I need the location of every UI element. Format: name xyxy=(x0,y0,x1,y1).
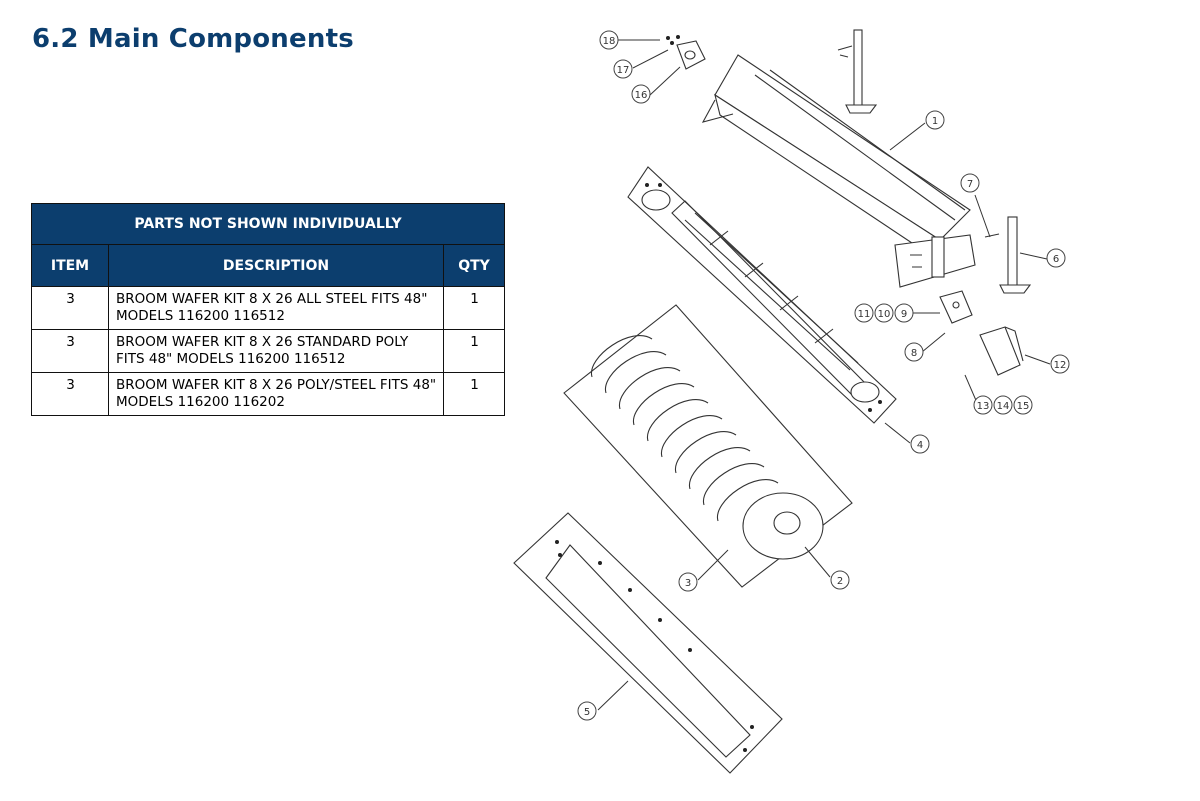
callout-3: 3 xyxy=(678,572,698,592)
part-broom-core xyxy=(627,166,897,424)
callout-label: 15 xyxy=(1017,401,1030,412)
callout-label: 8 xyxy=(911,348,917,359)
cell-description: BROOM WAFER KIT 8 X 26 ALL STEEL FITS 48… xyxy=(108,286,444,330)
cell-qty: 1 xyxy=(443,286,505,330)
callout-label: 1 xyxy=(932,116,938,127)
part-stand-post-6 xyxy=(984,216,1032,294)
callout-16: 16 xyxy=(631,84,651,104)
callout-label: 12 xyxy=(1054,360,1067,371)
callout-label: 3 xyxy=(685,578,691,589)
part-bearing-flange xyxy=(666,35,706,70)
callout-13: 13 xyxy=(973,395,993,415)
callout-10: 10 xyxy=(874,303,894,323)
callout-label: 2 xyxy=(837,576,843,587)
callout-8: 8 xyxy=(904,342,924,362)
column-header-item: ITEM xyxy=(31,244,109,287)
callout-label: 16 xyxy=(635,90,648,101)
cell-qty: 1 xyxy=(443,329,505,373)
callout-9: 9 xyxy=(894,303,914,323)
callout-label: 13 xyxy=(977,401,990,412)
cell-item: 3 xyxy=(31,329,109,373)
callout-15: 15 xyxy=(1013,395,1033,415)
callout-2: 2 xyxy=(830,570,850,590)
cell-qty: 1 xyxy=(443,372,505,416)
callout-label: 4 xyxy=(917,440,923,451)
leader-lines xyxy=(597,39,1051,711)
callout-7: 7 xyxy=(960,173,980,193)
page-title: 6.2 Main Components xyxy=(32,24,354,54)
callout-label: 10 xyxy=(878,309,891,320)
exploded-parts-diagram: 1 2 3 4 5 6 7 8 9 10 11 12 13 14 15 16 1… xyxy=(513,29,1070,774)
callout-label: 18 xyxy=(603,36,616,47)
callout-label: 17 xyxy=(617,65,630,76)
callout-label: 6 xyxy=(1053,254,1059,265)
callout-11: 11 xyxy=(854,303,874,323)
table-caption: PARTS NOT SHOWN INDIVIDUALLY xyxy=(31,203,505,245)
part-frame-hood xyxy=(701,54,976,288)
callout-17: 17 xyxy=(613,59,633,79)
callout-label: 5 xyxy=(584,707,590,718)
callout-18: 18 xyxy=(599,30,619,50)
callout-label: 7 xyxy=(967,179,973,190)
callout-label: 9 xyxy=(901,309,907,320)
callout-6: 6 xyxy=(1046,248,1066,268)
callout-14: 14 xyxy=(993,395,1013,415)
callout-4: 4 xyxy=(910,434,930,454)
cell-item: 3 xyxy=(31,372,109,416)
part-stand-post xyxy=(837,29,878,114)
part-cover-plate xyxy=(979,326,1024,376)
table-row: 3 BROOM WAFER KIT 8 X 26 STANDARD POLY F… xyxy=(31,329,505,373)
callout-1: 1 xyxy=(925,110,945,130)
table-row: 3 BROOM WAFER KIT 8 X 26 ALL STEEL FITS … xyxy=(31,286,505,330)
callout-5: 5 xyxy=(577,701,597,721)
table-row: 3 BROOM WAFER KIT 8 X 26 POLY/STEEL FITS… xyxy=(31,372,505,416)
part-broom-wafers xyxy=(563,304,853,588)
callout-12: 12 xyxy=(1050,354,1070,374)
column-header-qty: QTY xyxy=(443,244,505,287)
cell-item: 3 xyxy=(31,286,109,330)
column-header-description: DESCRIPTION xyxy=(108,244,444,287)
callout-label: 11 xyxy=(858,309,871,320)
parts-table: PARTS NOT SHOWN INDIVIDUALLY ITEM DESCRI… xyxy=(31,203,505,416)
part-bearing-bracket xyxy=(939,290,973,324)
cell-description: BROOM WAFER KIT 8 X 26 STANDARD POLY FIT… xyxy=(108,329,444,373)
cell-description: BROOM WAFER KIT 8 X 26 POLY/STEEL FITS 4… xyxy=(108,372,444,416)
part-mounting-plate xyxy=(513,512,783,774)
callout-label: 14 xyxy=(997,401,1010,412)
